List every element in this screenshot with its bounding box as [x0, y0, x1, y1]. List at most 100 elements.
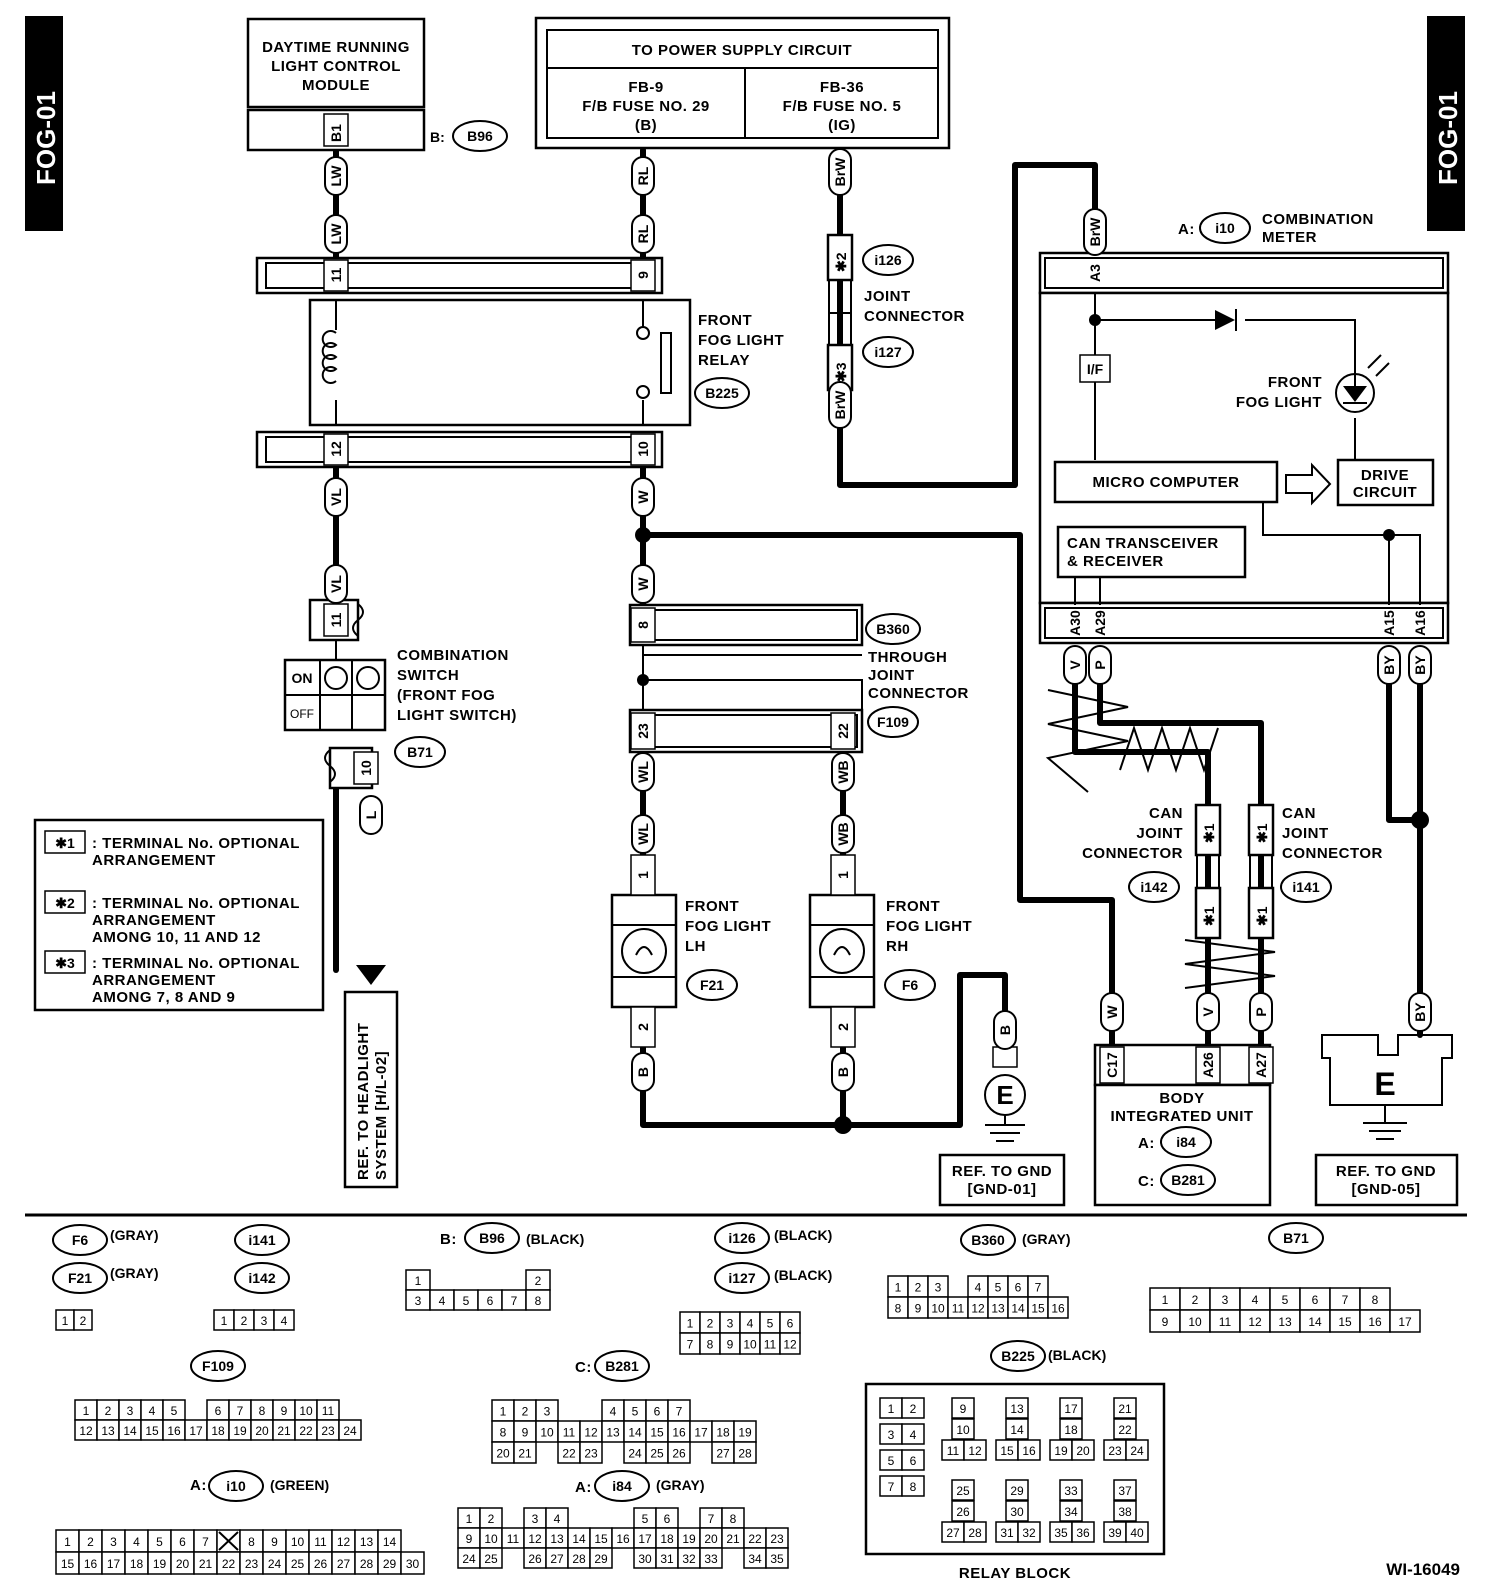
b360-pin-number: 9: [915, 1302, 922, 1316]
drive-circuit-label: CIRCUIT: [1353, 484, 1417, 501]
wire-color-label: VL: [328, 488, 344, 506]
f109-connector-tag: [867, 706, 919, 738]
arrow-icon: [1285, 462, 1332, 506]
i141-pin-number: 3: [261, 1314, 268, 1328]
indicator-led-icon: [1335, 373, 1375, 413]
relay-block-pin: 19: [1054, 1444, 1068, 1458]
b96-label: B96: [467, 128, 493, 144]
b281-pin-number: 19: [738, 1426, 752, 1440]
b281-pin-number: 21: [518, 1447, 532, 1461]
wire-color-label: WL: [635, 761, 651, 783]
wire-tag: [1100, 992, 1124, 1032]
view-i141-label: i141: [248, 1232, 275, 1248]
fog-rh-label: FOG LIGHT: [886, 918, 972, 935]
pin-label: A3: [1087, 264, 1103, 282]
relay-block-pin: 22: [1118, 1423, 1132, 1437]
body-unit-c-prefix: C:: [1138, 1173, 1155, 1190]
b71-pin-number: 17: [1398, 1315, 1412, 1329]
pin-star1: ✱1: [1201, 906, 1217, 926]
legend-mark-box: [44, 950, 86, 974]
i10-pin-number: 6: [179, 1535, 186, 1549]
b71-pin-number: 13: [1278, 1315, 1292, 1329]
legend-text: ARRANGEMENT: [92, 912, 216, 929]
legend-text: : TERMINAL No. OPTIONAL: [92, 895, 300, 912]
b96-color: (BLACK): [526, 1231, 584, 1247]
can-joint-right-label: CONNECTOR: [1282, 845, 1383, 862]
wire-tag: [324, 564, 348, 604]
f109-pin-number: 19: [233, 1424, 247, 1438]
power-supply-box: [534, 16, 951, 150]
wire-tag: [631, 214, 655, 254]
b71-connector-tag: [394, 736, 446, 768]
relay-block-pin: 9: [960, 1402, 967, 1416]
fog-rh-label: FRONT: [886, 898, 940, 915]
b360-pin-number: 1: [895, 1281, 902, 1295]
b71-pin-number: 16: [1368, 1315, 1382, 1329]
page-tag-right: [1427, 16, 1465, 231]
wire-tag: [631, 1052, 655, 1092]
i126-joint: [826, 233, 854, 282]
f109-pin-number: 5: [171, 1404, 178, 1418]
b360-pin-number: 16: [1051, 1302, 1065, 1316]
fuse-29-label: (B): [635, 117, 657, 134]
b71-pin-number: 1: [1162, 1293, 1169, 1307]
f109-pin-number: 13: [101, 1424, 115, 1438]
body-unit-a-prefix: A:: [1138, 1135, 1155, 1152]
fuse-29-label: FB-9: [628, 79, 663, 96]
i126-pin-number: 5: [767, 1317, 774, 1331]
i84-pin: [765, 1547, 789, 1569]
i127-label: i127: [874, 344, 901, 360]
wire-color-label: WB: [835, 760, 851, 783]
b281-pin-number: 14: [628, 1426, 642, 1440]
i84-pin-number: 17: [638, 1532, 652, 1546]
view-i142-label: i142: [248, 1270, 275, 1286]
wire-tag: [324, 477, 348, 517]
i10-pin-number: 8: [248, 1535, 255, 1549]
i84-pin-number: 32: [682, 1552, 696, 1566]
meter-prefix: A:: [1178, 221, 1195, 238]
i10-pin-number: 25: [291, 1557, 305, 1571]
if-label: I/F: [1087, 361, 1104, 377]
i10-color: (GREEN): [270, 1477, 329, 1493]
b281-pin-number: 12: [584, 1426, 598, 1440]
wire-color-label: VL: [328, 575, 344, 593]
b96-pin: [525, 1289, 551, 1311]
meter-label: METER: [1262, 229, 1317, 246]
relay-block-pin: 15: [1000, 1444, 1014, 1458]
b96-pin-number: 7: [511, 1294, 518, 1308]
f109-pin-number: 9: [281, 1404, 288, 1418]
wire-tag: [1088, 645, 1112, 685]
legend-text: ARRANGEMENT: [92, 972, 216, 989]
b360-connector: [628, 603, 864, 647]
wire-color-label: W: [635, 490, 651, 504]
b360-pin-number: 2: [915, 1281, 922, 1295]
pin-label: 22: [835, 723, 851, 739]
b281-pin: [667, 1441, 691, 1464]
i126-pin-number: 2: [707, 1317, 714, 1331]
wire-color-label: P: [1253, 1007, 1269, 1016]
b71-pin-number: 4: [1252, 1293, 1259, 1307]
f21-connector-tag: [686, 969, 738, 1001]
relay-block-pin: 23: [1108, 1444, 1122, 1458]
can-joint-right-label: CAN: [1282, 805, 1316, 822]
legend-text: AMONG 7, 8 AND 9: [92, 989, 235, 1006]
view-i127-label: i127: [728, 1270, 755, 1286]
i84-pin: [699, 1547, 723, 1569]
wire-tag: [1408, 992, 1432, 1032]
relay-coil-icon: [321, 330, 338, 384]
i84-pin-number: 8: [730, 1512, 737, 1526]
view-b71-tag: [1268, 1222, 1324, 1254]
b71-pin-number: 14: [1308, 1315, 1322, 1329]
ground-e-label: E: [996, 1080, 1013, 1110]
b360-pin-number: 6: [1015, 1281, 1022, 1295]
meter-label: COMBINATION: [1262, 211, 1374, 228]
f109-pin-number: 18: [211, 1424, 225, 1438]
b360-pin-number: 8: [895, 1302, 902, 1316]
b360-label: B360: [876, 621, 910, 637]
can-joint-right-label: JOINT: [1282, 825, 1329, 842]
wire-tag: [324, 214, 348, 254]
b281-pin-number: 6: [654, 1405, 661, 1419]
legend-mark: ✱1: [55, 835, 75, 851]
relay-block-pin: 27: [946, 1526, 960, 1540]
b360-pin-number: 5: [995, 1281, 1002, 1295]
